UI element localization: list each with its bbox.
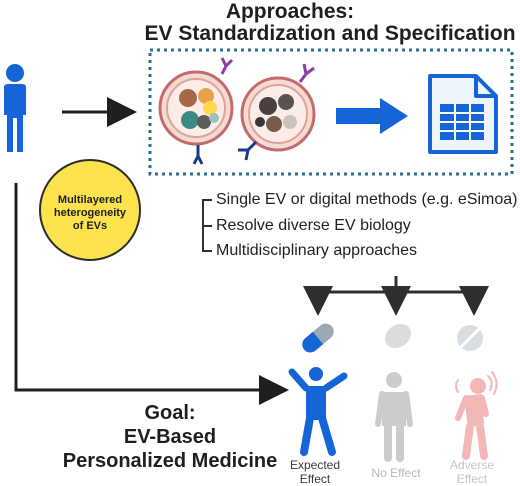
outcome-expected-line-1: Expected: [289, 458, 341, 472]
goal-line-3: Personalized Medicine: [62, 450, 278, 472]
approaches-title: Approaches:: [225, 0, 355, 23]
pill-capsule-icon: [302, 323, 334, 353]
approaches-subtitle: EV Standardization and Specification: [144, 22, 516, 45]
no-effect-figure-icon: [375, 372, 413, 462]
person-icon: [4, 64, 26, 152]
heterogeneity-line-1: Multilayered: [57, 194, 123, 206]
pill-oval-icon: [384, 323, 412, 349]
heterogeneity-circle: [39, 159, 141, 261]
blue-arrow: [336, 98, 408, 134]
outcome-expected-line-2: Effect: [299, 472, 331, 486]
approaches-dashed-box: [148, 48, 514, 176]
outcome-adverse-label: Adverse Effect: [432, 458, 512, 486]
outcome-none-line-1: No Effect: [371, 466, 421, 480]
ev-vesicle-icon: [238, 63, 316, 161]
outcome-expected-label: Expected Effect: [275, 458, 355, 486]
pill-round-icon: [457, 325, 483, 351]
method-item: Multidisciplinary approaches: [216, 242, 417, 259]
method-item: Resolve diverse EV biology: [216, 217, 411, 234]
heterogeneity-label: Multilayered heterogeneity of EVs: [40, 194, 140, 233]
outcome-none-label: No Effect: [356, 466, 436, 480]
ev-vesicle-icon: [158, 57, 234, 165]
heterogeneity-line-2: heterogeneity: [53, 207, 127, 219]
spreadsheet-document-icon: [428, 74, 498, 154]
outcome-adverse-line-2: Effect: [456, 472, 488, 486]
adverse-effect-figure-icon: [455, 371, 498, 460]
expected-effect-figure-icon: [288, 367, 348, 456]
outcome-tree: [303, 276, 489, 316]
heterogeneity-line-3: of EVs: [72, 220, 108, 232]
outcome-adverse-line-1: Adverse: [449, 458, 495, 472]
goal-label: Goal:: [144, 402, 196, 424]
arrow-to-outcomes: [14, 183, 289, 405]
method-item: Single EV or digital methods (e.g. eSimo…: [216, 191, 518, 208]
goal-line-2: EV-Based: [123, 426, 217, 448]
